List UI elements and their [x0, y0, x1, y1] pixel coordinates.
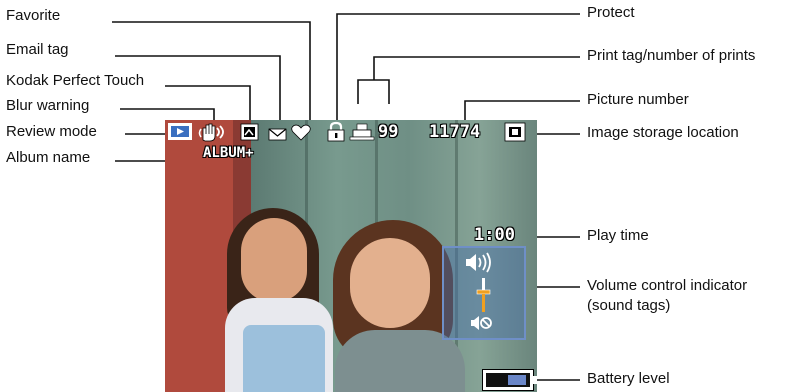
favorite-heart-icon: [291, 124, 311, 141]
battery-level-icon: [483, 370, 537, 390]
print-tag-label: Print tag/number of prints: [587, 47, 756, 64]
photo-child-left-overalls: [243, 325, 325, 392]
print-count: 99: [378, 122, 399, 142]
perfect-touch-label: Kodak Perfect Touch: [6, 72, 145, 89]
volume-control-indicator: [442, 246, 526, 340]
perfect-touch-icon: [240, 123, 259, 141]
protect-lock-icon: [327, 121, 345, 142]
favorite-label: Favorite: [6, 7, 61, 24]
speaker-mute-icon: [471, 316, 492, 330]
storage-location-label: Image storage location: [587, 124, 739, 141]
print-tag-leader-b: [357, 79, 390, 104]
status-bar: [168, 121, 526, 142]
volume-label-line2: (sound tags): [587, 297, 671, 314]
photo-child-right-shirt: [335, 330, 465, 392]
blur-warning-icon: [198, 123, 224, 142]
album-name-label: Album name: [6, 149, 91, 166]
volume-slider: [476, 278, 491, 312]
volume-control-graphic: [466, 252, 492, 330]
photo-background: [165, 120, 233, 392]
play-time: 1:00: [474, 225, 515, 245]
photo-child-left-face: [241, 218, 307, 302]
review-mode-label: Review mode: [6, 123, 97, 140]
battery-fill: [508, 375, 526, 385]
album-name: ALBUM+: [203, 145, 254, 161]
volume-label-line1: Volume control indicator: [587, 277, 748, 294]
blur-warning-leader: [120, 108, 215, 124]
play-time-label: Play time: [587, 227, 649, 244]
email-tag-leader: [115, 55, 281, 150]
storage-location-icon: [504, 122, 526, 142]
favorite-leader: [112, 21, 311, 150]
speaker-loud-icon: [466, 252, 491, 273]
email-tag-label: Email tag: [6, 41, 69, 58]
blur-warning-label: Blur warning: [6, 97, 90, 114]
perfect-touch-leader: [165, 85, 251, 122]
review-mode-icon: [168, 123, 192, 140]
picture-number-leader: [464, 100, 580, 124]
picture-number: 11774: [429, 122, 481, 142]
camera-screen: 99 11774 ALBUM+ 1:00: [165, 120, 537, 392]
wall-plank: [455, 120, 458, 392]
photo-child-right-face: [350, 238, 430, 328]
picture-number-label: Picture number: [587, 91, 689, 108]
print-tag-icon: [349, 123, 375, 141]
print-tag-leader-a: [373, 56, 580, 80]
protect-leader: [336, 13, 580, 124]
email-tag-icon: [268, 128, 287, 141]
protect-label: Protect: [587, 4, 635, 21]
battery-label: Battery level: [587, 370, 670, 387]
